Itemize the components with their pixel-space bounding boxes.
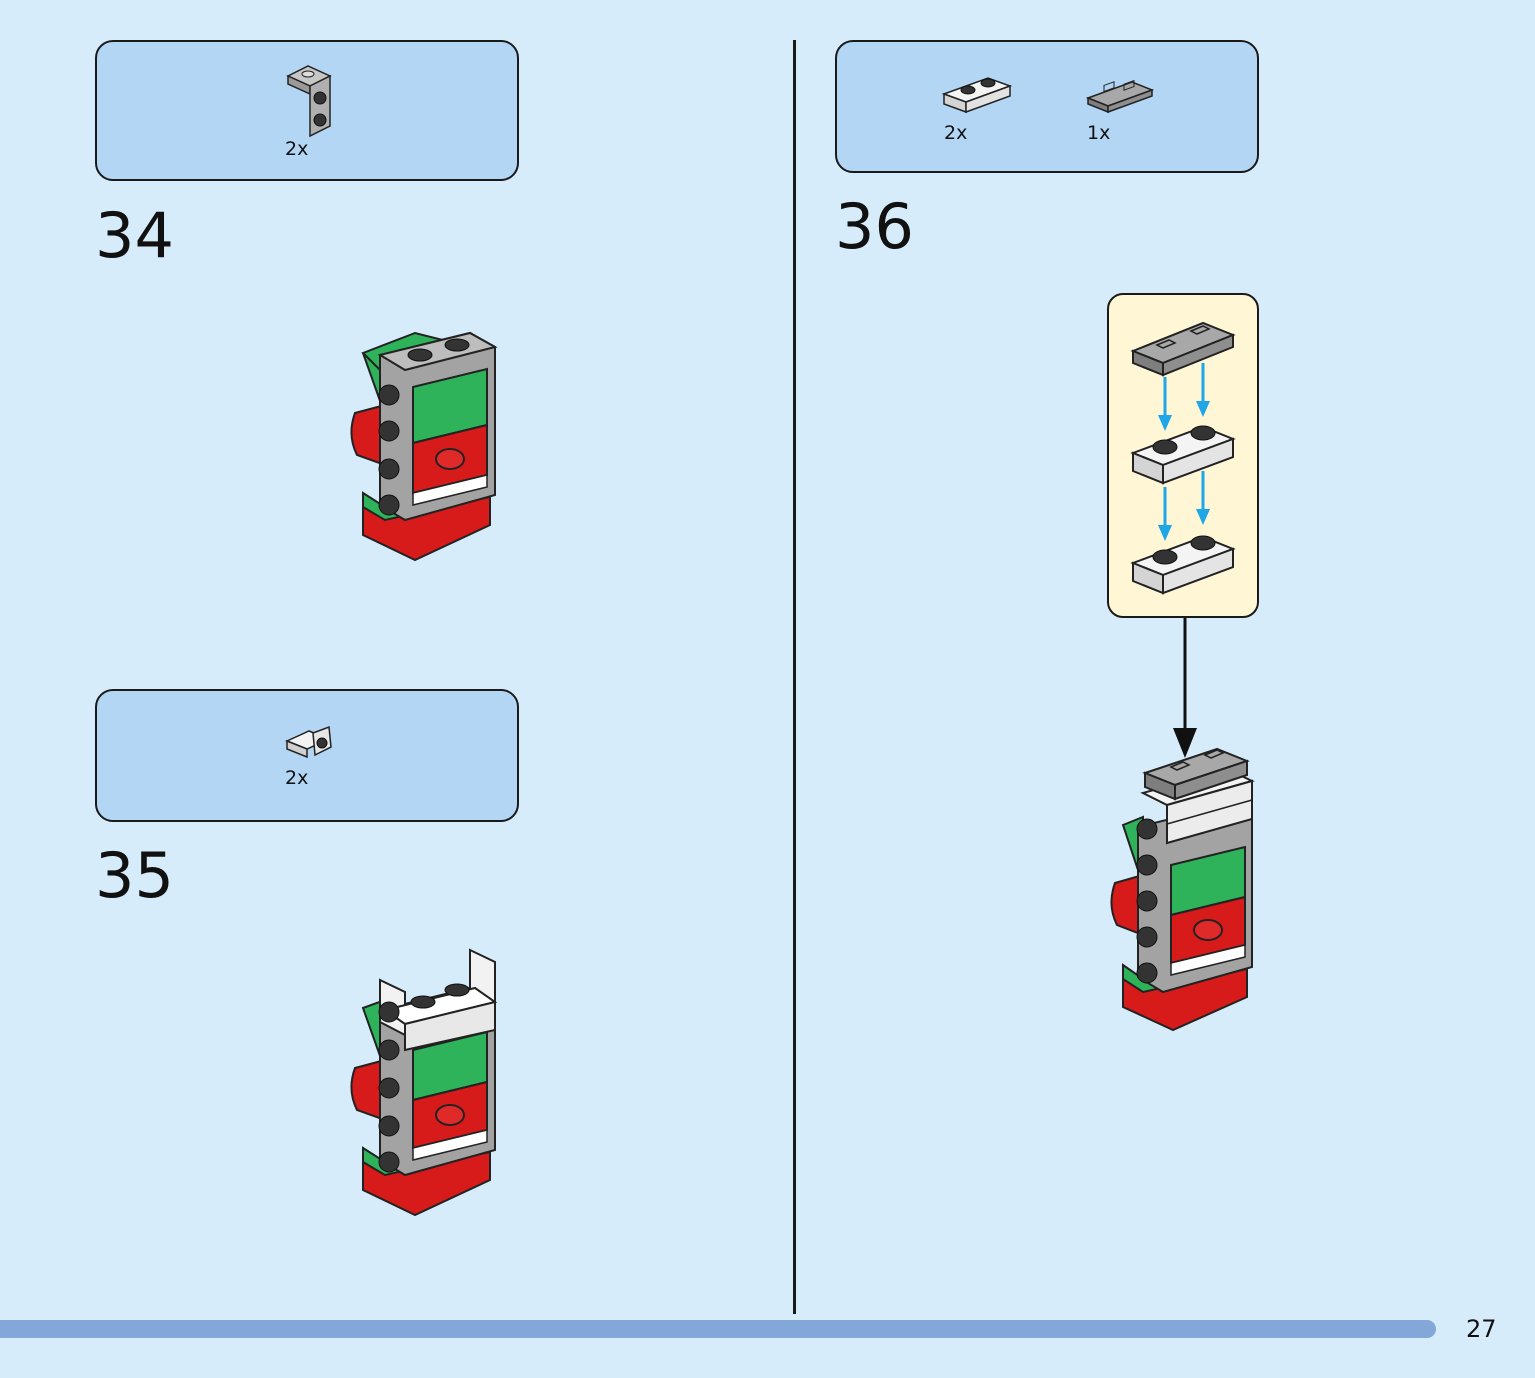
parts-box-step-35: 2x: [95, 689, 519, 822]
part-quantity: 2x: [285, 767, 309, 789]
page-divider: [793, 40, 796, 1314]
step-number-36: 36: [835, 190, 914, 263]
parts-box-step-34: 2x: [95, 40, 519, 181]
step-number-35: 35: [95, 839, 174, 912]
gray-bracket-brick-icon: [286, 65, 332, 138]
model-illustration-step-34: [350, 331, 498, 562]
white-bracket-plate-icon: [285, 725, 332, 759]
gray-grille-tile-icon: [1085, 79, 1155, 114]
part-quantity: 1x: [1087, 122, 1111, 144]
sub-assembly-callout: [1107, 293, 1259, 618]
part-quantity: 2x: [285, 138, 309, 160]
page-number: 27: [1466, 1315, 1497, 1343]
parts-box-step-36: 2x 1x: [835, 40, 1259, 173]
white-plate-1x2-icon: [941, 77, 1013, 114]
model-illustration-step-35: [350, 948, 498, 1217]
sub-assembly-illustration: [1130, 321, 1236, 595]
attach-arrow-icon: [1173, 618, 1197, 758]
model-illustration-step-36: [1110, 747, 1255, 1032]
step-number-34: 34: [95, 199, 174, 272]
part-quantity: 2x: [944, 122, 968, 144]
progress-bar: [0, 1320, 1436, 1338]
